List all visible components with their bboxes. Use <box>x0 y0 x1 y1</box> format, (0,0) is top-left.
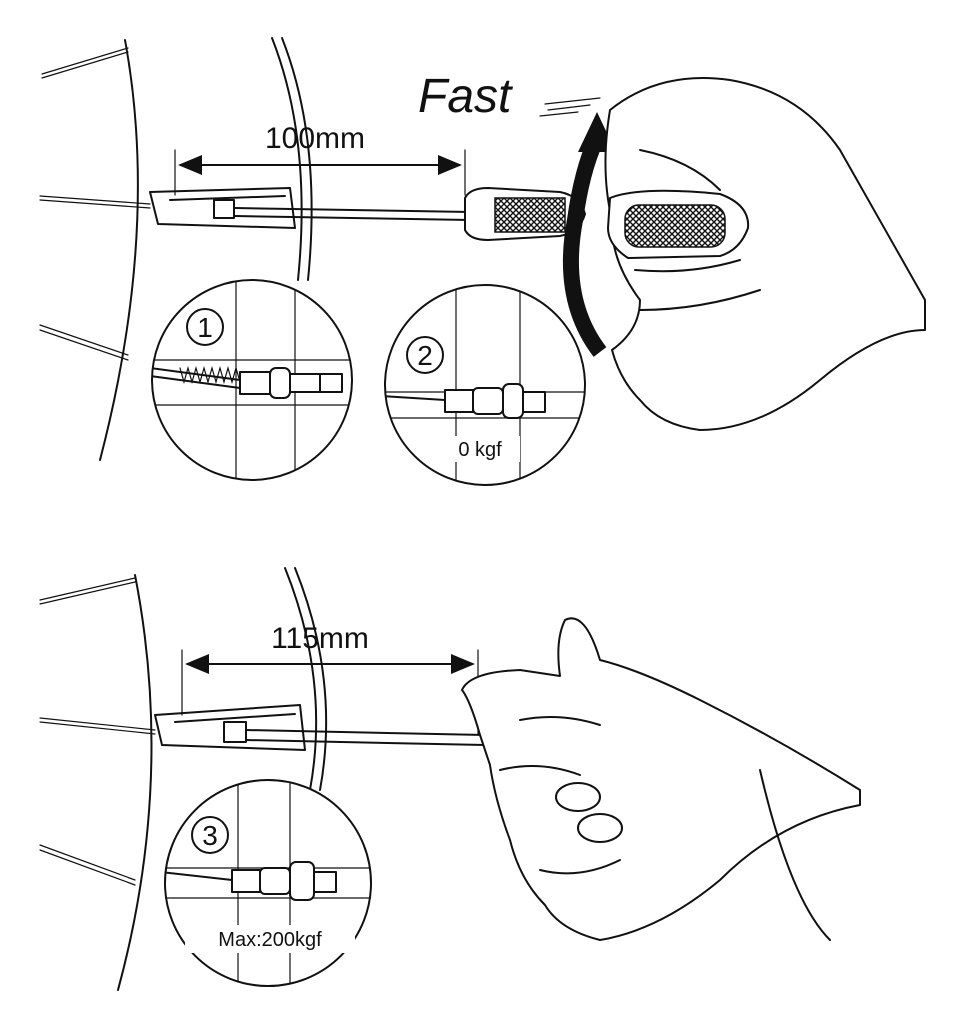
hand-bottom <box>461 617 861 941</box>
tire-inner-arc <box>271 37 303 281</box>
tire-outer-arc-bottom <box>117 574 153 991</box>
callout-2: 2 0 kgf <box>384 284 586 486</box>
callout-1-number: 1 <box>197 312 213 343</box>
fast-label: Fast <box>418 70 513 123</box>
hand-top <box>604 77 926 431</box>
bottom-panel: 115mm <box>39 567 861 991</box>
dimension-label-bottom: 115mm <box>271 622 369 655</box>
callout-3-number: 3 <box>202 820 218 851</box>
screwdriver <box>464 187 586 241</box>
callout-1: 1 <box>151 279 353 481</box>
callout-2-number: 2 <box>417 340 433 371</box>
callout-3-label: Max:200kgf <box>218 929 322 951</box>
callout-2-label: 0 kgf <box>458 439 502 461</box>
fast-indicator: Fast <box>418 70 601 123</box>
callout-3: 3 Max:200kgf <box>164 779 372 987</box>
top-panel: 100mm Fast <box>39 37 926 486</box>
dimension-label-top: 100mm <box>265 122 365 155</box>
dimension-100mm: 100mm <box>174 122 466 196</box>
tire-outer-arc <box>99 39 139 461</box>
dimension-115mm: 115mm <box>181 622 479 736</box>
